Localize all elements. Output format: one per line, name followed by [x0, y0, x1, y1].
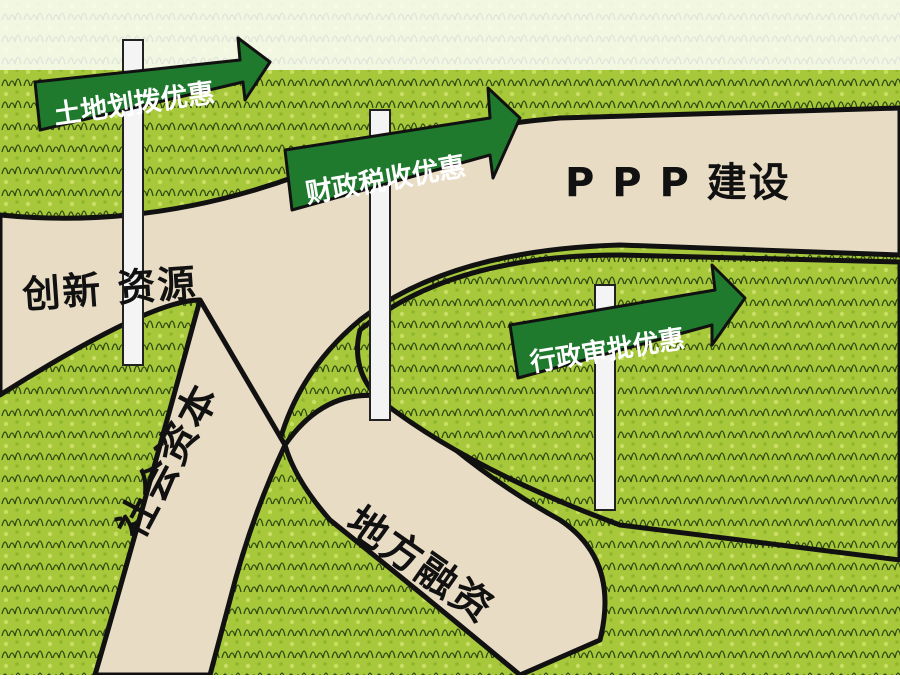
road-label-ppp: P P P 建设 — [565, 150, 791, 208]
